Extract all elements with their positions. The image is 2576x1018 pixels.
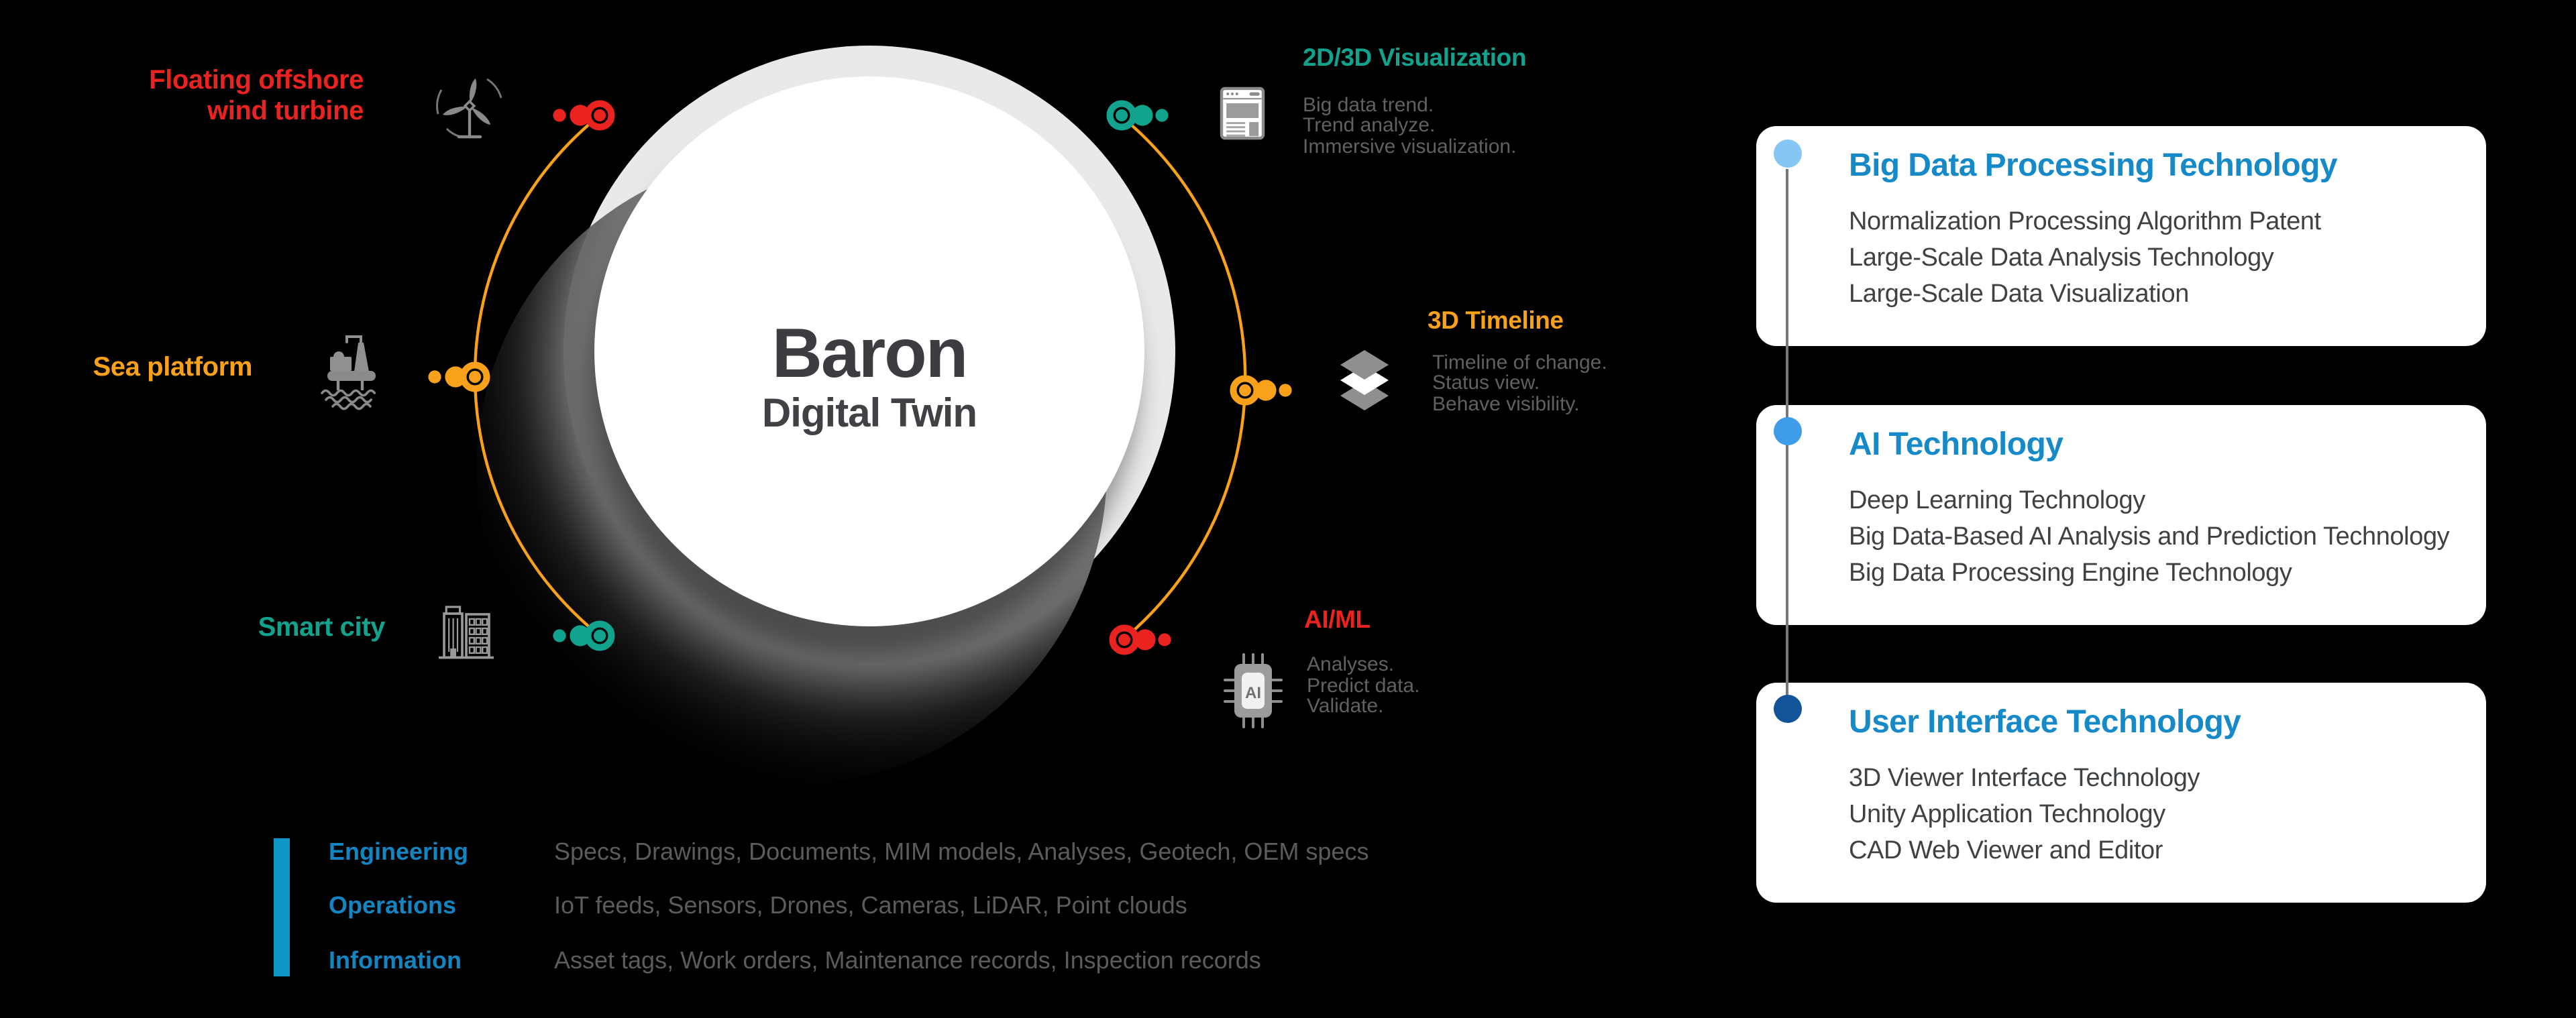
desc-line: Big data trend.	[1303, 93, 1434, 116]
feature-desc-timeline: Timeline of change. Status view. Behave …	[1432, 352, 1607, 414]
card-item: CAD Web Viewer and Editor	[1849, 837, 2163, 865]
card-dot-ai-technology	[1773, 417, 1801, 445]
card-items: Deep Learning Technology Big Data-Based …	[1849, 483, 2450, 591]
label-smart-city: Smart city	[258, 613, 386, 642]
card-item: 3D Viewer Interface Technology	[1849, 765, 2200, 793]
card-item: Large-Scale Data Analysis Technology	[1849, 244, 2274, 272]
card-title: Big Data Processing Technology	[1849, 148, 2338, 184]
desc-line: Timeline of change.	[1432, 351, 1607, 374]
card-item: Large-Scale Data Visualization	[1849, 280, 2189, 308]
core-circle	[594, 76, 1144, 626]
ai-chip-label: AI	[1245, 684, 1261, 702]
card-title: AI Technology	[1849, 427, 2063, 463]
card-item: Unity Application Technology	[1849, 801, 2165, 829]
feature-title-visualization: 2D/3D Visualization	[1303, 43, 1527, 71]
label-wind-turbine: Floating offshore wind turbine	[149, 66, 364, 126]
card-dot-user-interface	[1773, 695, 1801, 723]
legend-label-information: Information	[329, 946, 462, 973]
desc-line: Validate.	[1307, 695, 1384, 718]
browser-icon	[1220, 87, 1265, 140]
legend-desc-engineering: Specs, Drawings, Documents, MIM models, …	[554, 838, 1369, 865]
feature-title-ai-ml: AI/ML	[1304, 605, 1371, 633]
city-icon	[439, 606, 494, 659]
node-timeline	[1230, 375, 1292, 406]
node-visualization	[1106, 100, 1169, 131]
label-sea-platform: Sea platform	[93, 353, 253, 382]
desc-line: Trend analyze.	[1303, 114, 1436, 137]
card-user-interface: User Interface Technology 3D Viewer Inte…	[1756, 683, 2486, 903]
desc-line: Analyses.	[1307, 653, 1395, 676]
feature-desc-ai-ml: Analyses. Predict data. Validate.	[1307, 655, 1419, 717]
card-item: Big Data Processing Engine Technology	[1849, 559, 2292, 587]
legend-label-operations: Operations	[329, 892, 457, 919]
feature-title-timeline: 3D Timeline	[1428, 305, 1564, 333]
legend-desc-operations: IoT feeds, Sensors, Drones, Cameras, LiD…	[554, 892, 1187, 919]
desc-line: Behave visibility.	[1432, 392, 1580, 415]
node-ai-ml	[1109, 624, 1171, 655]
card-item: Normalization Processing Algorithm Paten…	[1849, 208, 2321, 236]
node-smart-city	[553, 620, 615, 651]
desc-line: Predict data.	[1307, 674, 1420, 697]
card-big-data: Big Data Processing Technology Normaliza…	[1756, 126, 2486, 346]
card-items: Normalization Processing Algorithm Paten…	[1849, 204, 2321, 313]
center-title: Baron	[771, 315, 969, 393]
card-ai-technology: AI Technology Deep Learning Technology B…	[1756, 405, 2486, 625]
center-subtitle: Digital Twin	[761, 392, 977, 436]
wind-turbine-icon	[436, 78, 502, 139]
card-items: 3D Viewer Interface Technology Unity App…	[1849, 760, 2200, 869]
legend-label-engineering: Engineering	[329, 838, 469, 865]
layers-icon	[1340, 350, 1389, 410]
feature-desc-visualization: Big data trend. Trend analyze. Immersive…	[1303, 95, 1516, 157]
card-item: Deep Learning Technology	[1849, 487, 2145, 515]
card-title: User Interface Technology	[1849, 704, 2241, 740]
sea-platform-icon	[321, 335, 376, 410]
legend-bar	[274, 838, 289, 976]
card-item: Big Data-Based AI Analysis and Predictio…	[1849, 523, 2450, 551]
node-wind-turbine	[553, 100, 615, 131]
node-sea-platform	[428, 361, 490, 392]
legend-desc-information: Asset tags, Work orders, Maintenance rec…	[554, 946, 1261, 973]
desc-line: Immersive visualization.	[1303, 135, 1517, 158]
desc-line: Status view.	[1432, 372, 1540, 394]
ai-chip-icon: AI	[1224, 653, 1283, 728]
card-dot-big-data	[1773, 139, 1801, 168]
